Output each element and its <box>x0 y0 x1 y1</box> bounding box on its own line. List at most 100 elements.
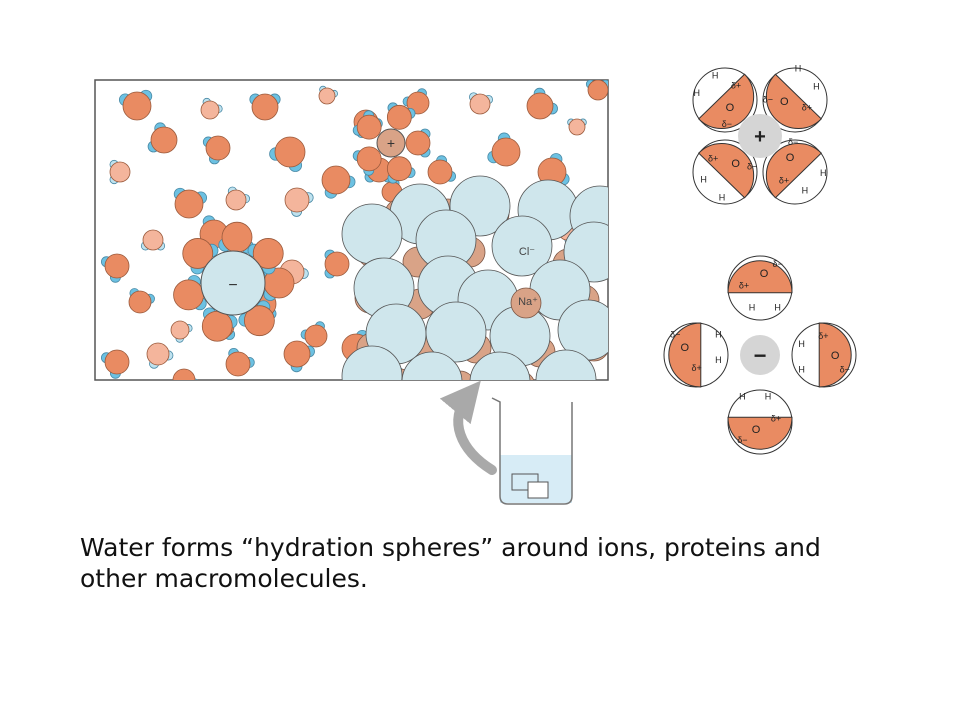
water-molecule <box>118 89 153 121</box>
oxygen-atom <box>243 305 275 337</box>
water-molecule <box>352 146 382 176</box>
water-molecule <box>321 165 356 199</box>
oxygen-atom <box>172 368 196 380</box>
water-molecule <box>249 93 281 121</box>
cation-center <box>738 114 782 158</box>
water-molecule <box>263 265 295 301</box>
hydrated-cation-symbol: + <box>387 135 395 151</box>
oxygen-atom <box>587 80 608 101</box>
delta-minus-label: δ− <box>670 329 680 339</box>
hydrogen-label: H <box>798 339 805 349</box>
hydrated-anion-sphere <box>200 250 266 316</box>
oxygen-label: O <box>831 350 840 362</box>
oxygen-atom <box>174 189 204 219</box>
delta-plus-label: δ+ <box>708 153 718 163</box>
water-molecule <box>225 347 255 377</box>
delta-minus-label: δ− <box>747 161 757 171</box>
hydrated-anion: − <box>173 221 295 342</box>
delta-plus-label: δ+ <box>779 176 789 186</box>
beaker-glass <box>491 397 573 505</box>
oxygen-atom <box>170 320 190 340</box>
hydrogen-label: H <box>712 70 719 80</box>
hydrogen-label: H <box>798 365 805 375</box>
salt-crystal <box>527 481 549 499</box>
anion-center <box>740 335 780 375</box>
oxygen-atom <box>104 349 130 375</box>
oxygen-atom <box>427 159 453 185</box>
oxygen-atom <box>568 118 586 136</box>
chloride-ion <box>401 351 463 380</box>
hydrogen-label: H <box>795 64 802 74</box>
oxygen-label: O <box>726 102 735 114</box>
water-molecule <box>172 368 198 393</box>
hydrogen-label: H <box>719 192 726 202</box>
oxygen-atom <box>356 114 382 140</box>
delta-minus-label: δ− <box>840 365 850 375</box>
oxygen-label: O <box>786 152 795 164</box>
water-molecule <box>526 87 558 120</box>
water-molecule <box>405 128 431 158</box>
water-molecule <box>269 136 306 172</box>
delta-plus-label: δ+ <box>771 413 781 423</box>
beaker-illustration <box>439 380 573 505</box>
water-molecule <box>487 132 521 167</box>
hydrated-cation-sphere <box>376 128 406 158</box>
nacl-crystal <box>341 175 608 380</box>
water-molecule <box>170 320 193 343</box>
oxygen-atom <box>274 136 306 168</box>
oxygen-atom <box>122 91 152 121</box>
water-molecule <box>427 155 457 185</box>
delta-minus-label: δ− <box>722 119 732 129</box>
delta-minus-label: δ− <box>788 137 798 147</box>
water-molecule <box>109 159 131 185</box>
anion-hydration-shell <box>173 221 295 342</box>
oxygen-atom <box>200 100 220 120</box>
oxygen-label: O <box>752 424 761 436</box>
oxygen-atom <box>324 251 350 277</box>
hydrogen-label: H <box>813 82 820 92</box>
water-molecule <box>202 135 231 165</box>
water-molecule <box>173 187 208 219</box>
oxygen-region <box>698 142 755 199</box>
water-molecule <box>146 342 174 369</box>
oxygen-atom <box>205 135 231 161</box>
chloride-ion <box>425 301 487 363</box>
hydrogen-label: H <box>700 174 707 184</box>
oxygen-atom <box>128 290 152 314</box>
chloride-ion <box>491 215 553 277</box>
oxygen-atom <box>109 161 131 183</box>
solution-panel-content: − + Cl⁻ Na⁺ <box>100 80 608 393</box>
delta-plus-label: δ+ <box>731 80 741 90</box>
water-molecule <box>352 110 382 140</box>
caption-text: Water forms “hydration spheres” around i… <box>80 533 821 593</box>
delta-plus-label: δ+ <box>692 363 702 373</box>
oxygen-atom <box>386 104 412 130</box>
hydrogen-label: H <box>715 329 722 339</box>
chloride-ion <box>469 351 531 380</box>
delta-minus-label: δ− <box>737 435 747 445</box>
oxygen-atom <box>469 93 491 115</box>
oxygen-atom <box>251 93 279 121</box>
water-molecule <box>128 288 155 314</box>
oxygen-label: O <box>760 268 769 280</box>
chloride-ion <box>341 345 403 380</box>
labeled-sodium-ion <box>510 287 542 319</box>
hydrogen-label: H <box>774 302 781 312</box>
cation-center-symbol: + <box>754 126 766 148</box>
oxygen-atom <box>252 238 284 269</box>
hydrogen-atom <box>174 384 183 393</box>
oxygen-atom <box>405 130 431 156</box>
anion-center-symbol: − <box>754 343 767 368</box>
oxygen-atom <box>284 187 310 213</box>
oxygen-region <box>727 416 793 450</box>
water-molecule <box>218 221 255 254</box>
oxygen-region <box>668 322 702 388</box>
water-molecule <box>284 187 314 217</box>
water-molecule <box>147 122 178 154</box>
